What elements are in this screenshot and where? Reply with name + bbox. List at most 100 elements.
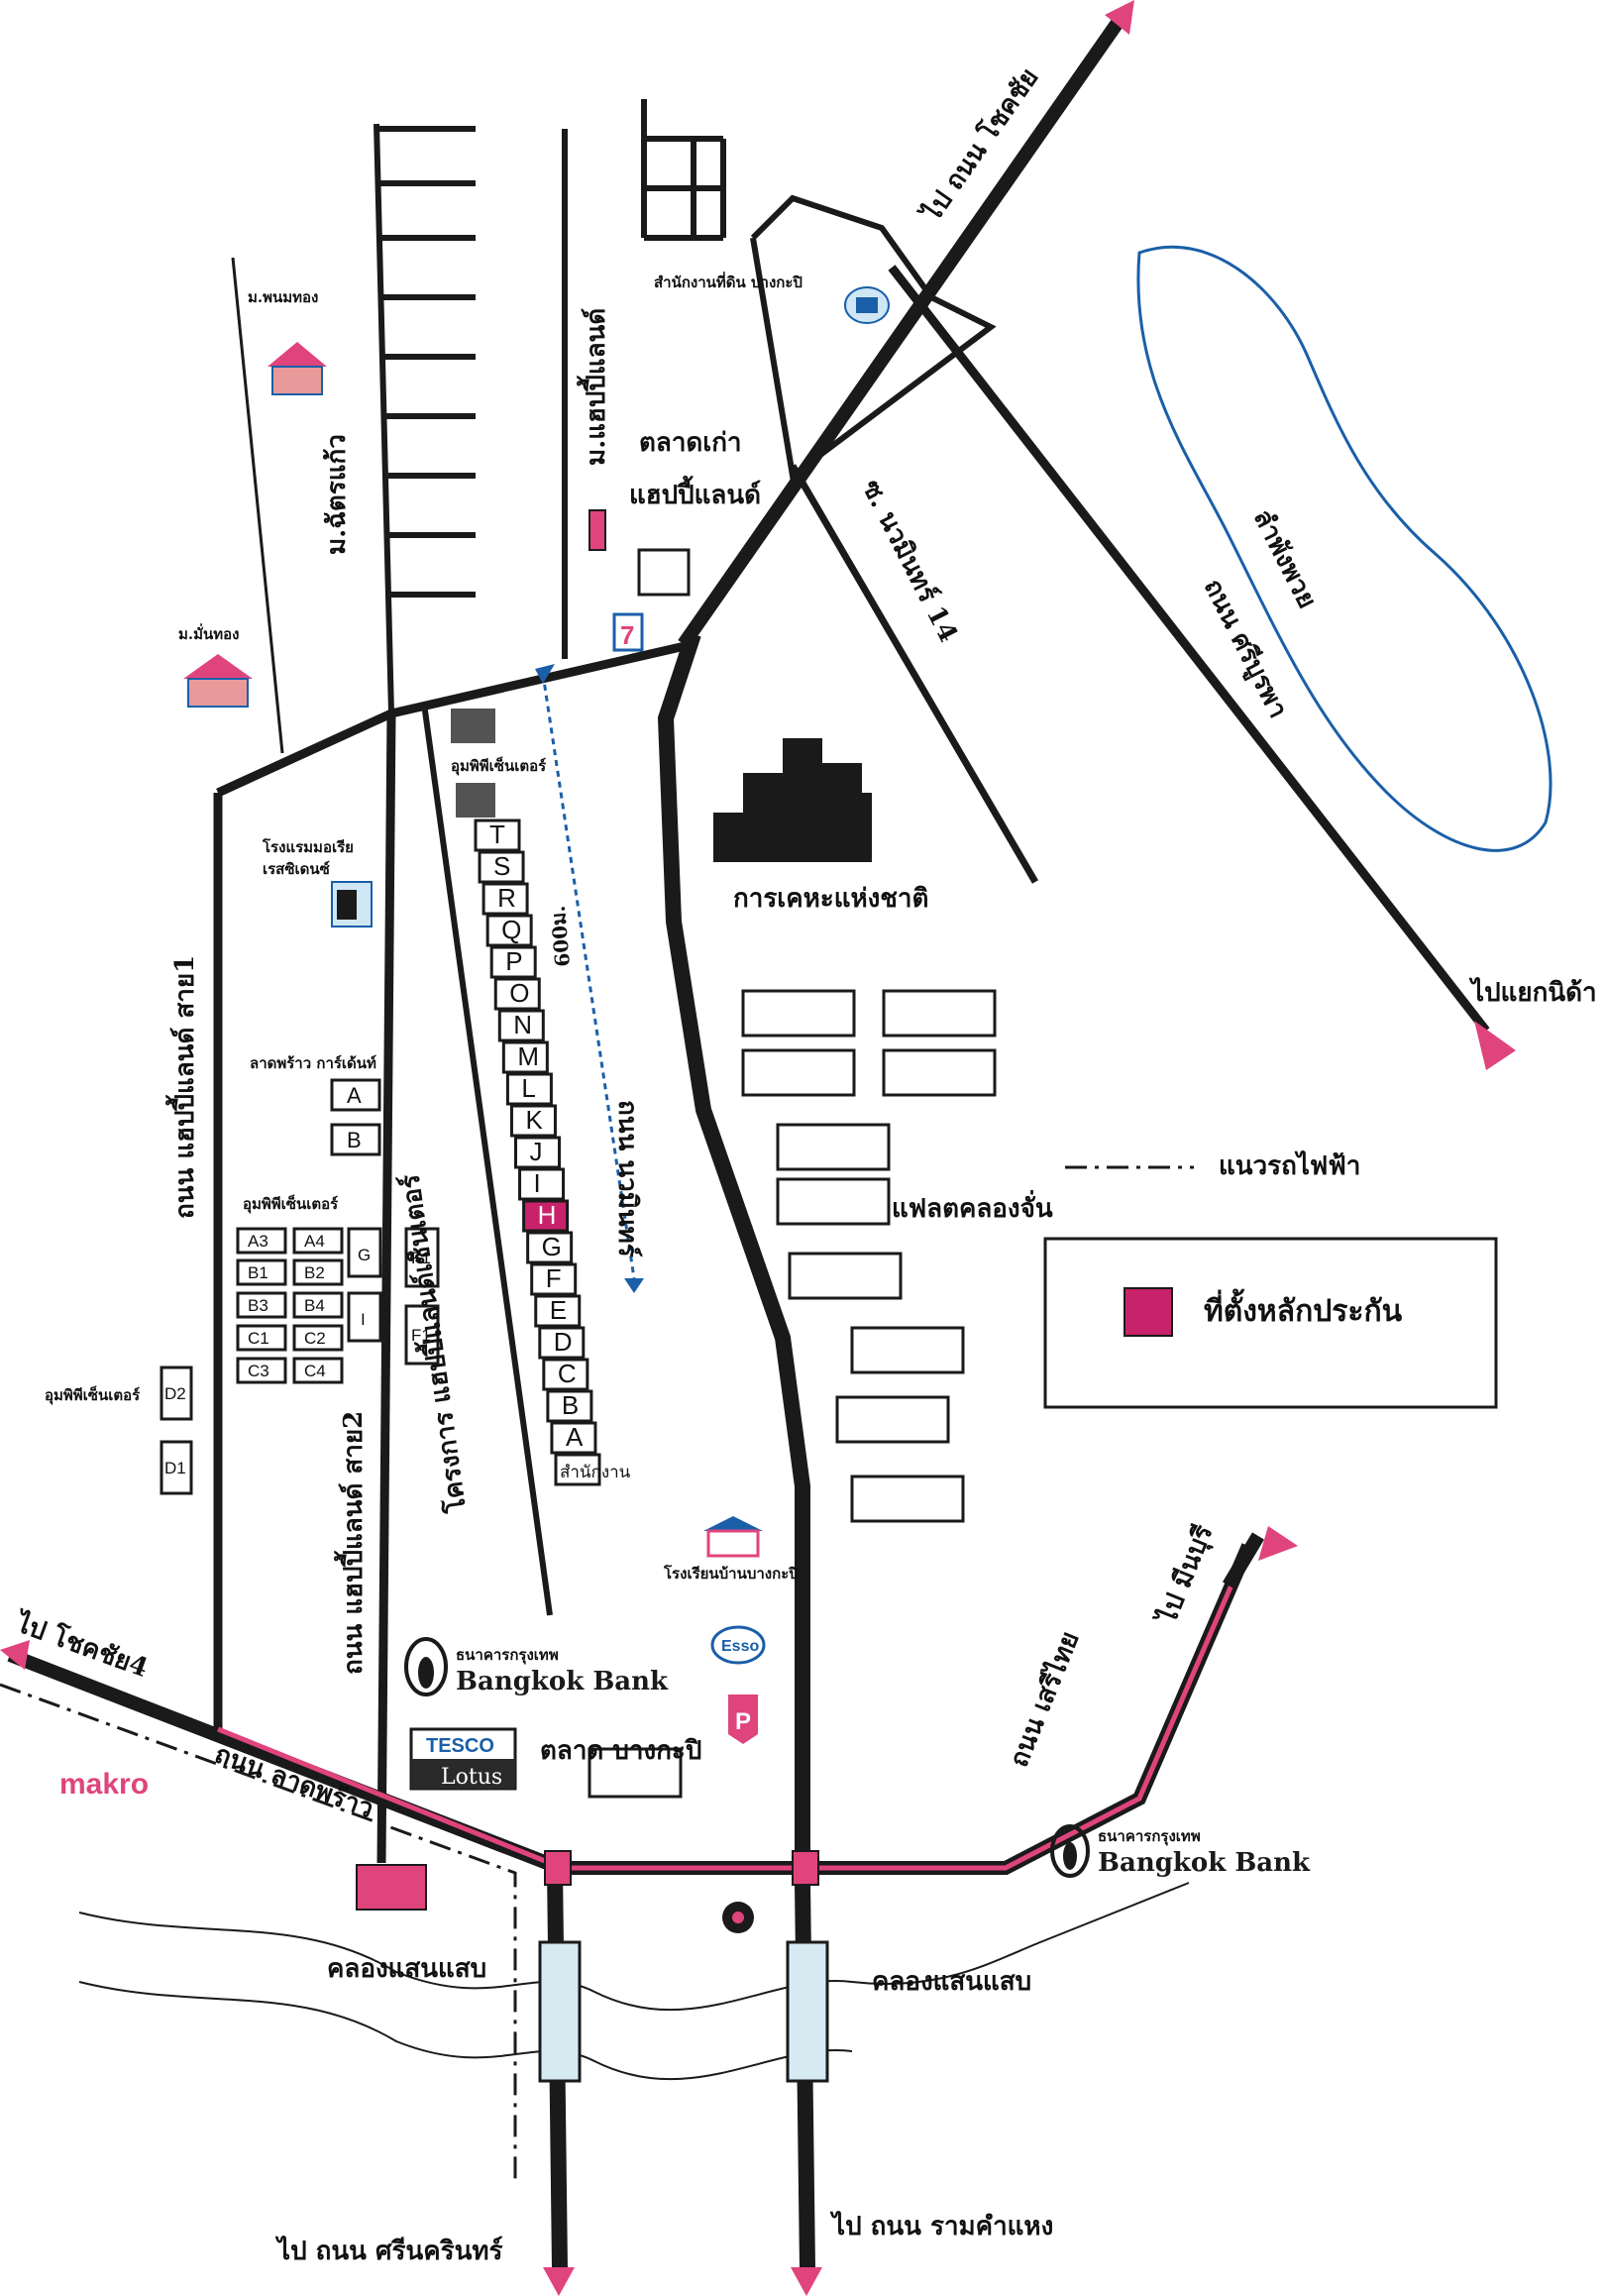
parking-icon bbox=[728, 1695, 758, 1744]
plot-a-label: A bbox=[347, 1083, 362, 1108]
project-plot-label: L bbox=[521, 1073, 535, 1103]
label-lat-phrao-garden: ลาดพร้าว การ์เด้นท์ bbox=[250, 1054, 376, 1072]
project-plot-label: S bbox=[493, 851, 510, 881]
grid-plot bbox=[292, 1324, 344, 1352]
project-plot bbox=[534, 1294, 582, 1328]
label-hotel-2: เรสซิเดนซ์ bbox=[263, 860, 330, 878]
label-land-office: สำนักงานที่ดิน บางกะปิ bbox=[654, 272, 802, 291]
amphawan-building-icon-2 bbox=[456, 783, 495, 818]
project-plot-label: A bbox=[566, 1422, 584, 1452]
grid-plot-label: B1 bbox=[248, 1263, 268, 1282]
left-plots: A B G I F1 F1 D2 D1 bbox=[160, 1078, 440, 1495]
project-plot-label: M bbox=[517, 1041, 539, 1071]
grid-plot-label: B4 bbox=[304, 1296, 325, 1315]
project-plot-label: O bbox=[509, 978, 529, 1008]
serithai-highlight bbox=[555, 1545, 1251, 1871]
label-chatkaew: ม.ฉัตรแก้ว bbox=[322, 434, 352, 555]
collateral-legend-label: ที่ตั้งหลักประกัน bbox=[1204, 1288, 1403, 1329]
project-plot-label: T bbox=[489, 820, 505, 849]
srinakarin-arrow bbox=[543, 2267, 575, 2296]
legend-box bbox=[1043, 1237, 1498, 1409]
train-line bbox=[0, 1683, 517, 2180]
nha-buildings-icon bbox=[713, 738, 872, 862]
project-plot-label: K bbox=[525, 1105, 543, 1135]
label-to-ramkhamhaeng: ไป ถนน รามคำแหง bbox=[829, 2210, 1053, 2241]
bangkok-bank-2-th: ธนาคารกรุงเทพ bbox=[1098, 1827, 1201, 1846]
flat-blocks bbox=[741, 989, 997, 1523]
project-plot bbox=[526, 1231, 574, 1264]
chatkaew-grid bbox=[374, 123, 476, 714]
label-happyland-village: ม.แฮปปี้แลนด์ bbox=[576, 308, 611, 466]
label-project-road: โครงการ แฮปปี้แลนด์เซ็นเตอร์ bbox=[389, 1172, 473, 1516]
project-plot bbox=[501, 1040, 549, 1074]
minburi-link bbox=[1222, 1532, 1265, 1589]
soi-navamin14 bbox=[789, 464, 1039, 884]
happyland-road-2 bbox=[376, 712, 396, 1864]
label-soi-navamin14: ซ. นวมินทร์ 14 bbox=[856, 475, 964, 647]
project-plot-label: G bbox=[542, 1232, 562, 1261]
project-plot bbox=[530, 1262, 578, 1296]
shop-badge-icon bbox=[356, 1864, 427, 1911]
label-canal-left: คลองแสนแสบ bbox=[327, 1954, 486, 1984]
makro-logo: makro bbox=[59, 1768, 149, 1801]
lotus-label: Lotus bbox=[441, 1765, 502, 1790]
project-plot-label: B bbox=[562, 1390, 579, 1420]
distance-arrow-bottom bbox=[624, 1278, 644, 1293]
bridge-left bbox=[538, 1940, 582, 2083]
grid-plot bbox=[236, 1291, 287, 1319]
label-happyland-1: ถนน แฮปปี้แลนด์ สาย1 bbox=[164, 955, 200, 1219]
seven-eleven-icon bbox=[612, 612, 644, 652]
bangkok-bank-logo-2 bbox=[1050, 1824, 1090, 1878]
plot-d2-label: D2 bbox=[164, 1384, 186, 1403]
project-plot bbox=[550, 1421, 597, 1455]
tesco-label: TESCO bbox=[426, 1735, 494, 1757]
saen-saep-canal-2 bbox=[78, 1981, 853, 2081]
plot-i-label: I bbox=[361, 1310, 366, 1329]
grid-plot-label: C2 bbox=[304, 1329, 326, 1348]
grid-plot bbox=[292, 1291, 344, 1319]
project-plot-label: H bbox=[538, 1200, 557, 1230]
label-to-srinakarin: ไป ถนน ศรีนครินทร์ bbox=[274, 2235, 502, 2266]
label-phanomthong: ม.พนมทอง bbox=[248, 288, 318, 306]
distance-line bbox=[541, 673, 636, 1279]
train-legend-label: แนวรถไฟฟ้า bbox=[1219, 1149, 1360, 1181]
phanomthong-road bbox=[231, 257, 284, 754]
label-to-yaek-nida: ไปแยกนิด้า bbox=[1468, 976, 1597, 1008]
label-distance: 600ม. bbox=[546, 905, 575, 968]
label-nha: การเคหะแห่งชาติ bbox=[733, 884, 928, 914]
grid-plot bbox=[236, 1258, 287, 1286]
garuda-emblem-icon bbox=[722, 1902, 754, 1933]
grid-plot bbox=[292, 1357, 344, 1384]
sriburapha-road bbox=[888, 265, 1490, 1034]
project-plot bbox=[497, 1009, 545, 1042]
grid-plot-label: C4 bbox=[304, 1362, 326, 1380]
project-plot bbox=[474, 819, 521, 852]
project-plot-label: F bbox=[546, 1263, 562, 1293]
project-plot-label: N bbox=[513, 1010, 532, 1039]
project-plot bbox=[546, 1389, 593, 1423]
hotel-icon bbox=[331, 881, 373, 928]
project-plot bbox=[554, 1453, 601, 1486]
project-plot bbox=[489, 945, 537, 979]
parking-label: P bbox=[735, 1708, 751, 1735]
grid-plot-label: C3 bbox=[248, 1362, 269, 1380]
grid-plot-label: A4 bbox=[304, 1232, 325, 1251]
collateral-plot bbox=[522, 1199, 570, 1233]
house-icon-2 bbox=[183, 654, 253, 708]
chokchai-arrow bbox=[1105, 0, 1134, 35]
bridge-right bbox=[786, 1940, 829, 2083]
old-market-plot bbox=[637, 548, 691, 597]
house-icon bbox=[268, 342, 327, 395]
amphawan-building-icon bbox=[451, 709, 495, 743]
label-old-market-2: แฮปปี้แลนด์ bbox=[629, 475, 761, 510]
yaek-nida-arrow bbox=[1474, 1021, 1516, 1070]
saen-saep-canal bbox=[78, 1882, 1190, 2012]
ramkhamhaeng-arrow bbox=[791, 2267, 822, 2296]
grid-plot bbox=[292, 1227, 344, 1255]
land-office-icon bbox=[844, 286, 890, 324]
label-serithai: ถนน เสรีไทย bbox=[1003, 1627, 1086, 1772]
label-hotel-1: โรงแรมมอเรีย bbox=[262, 837, 354, 856]
project-plot-label: D bbox=[554, 1327, 573, 1357]
